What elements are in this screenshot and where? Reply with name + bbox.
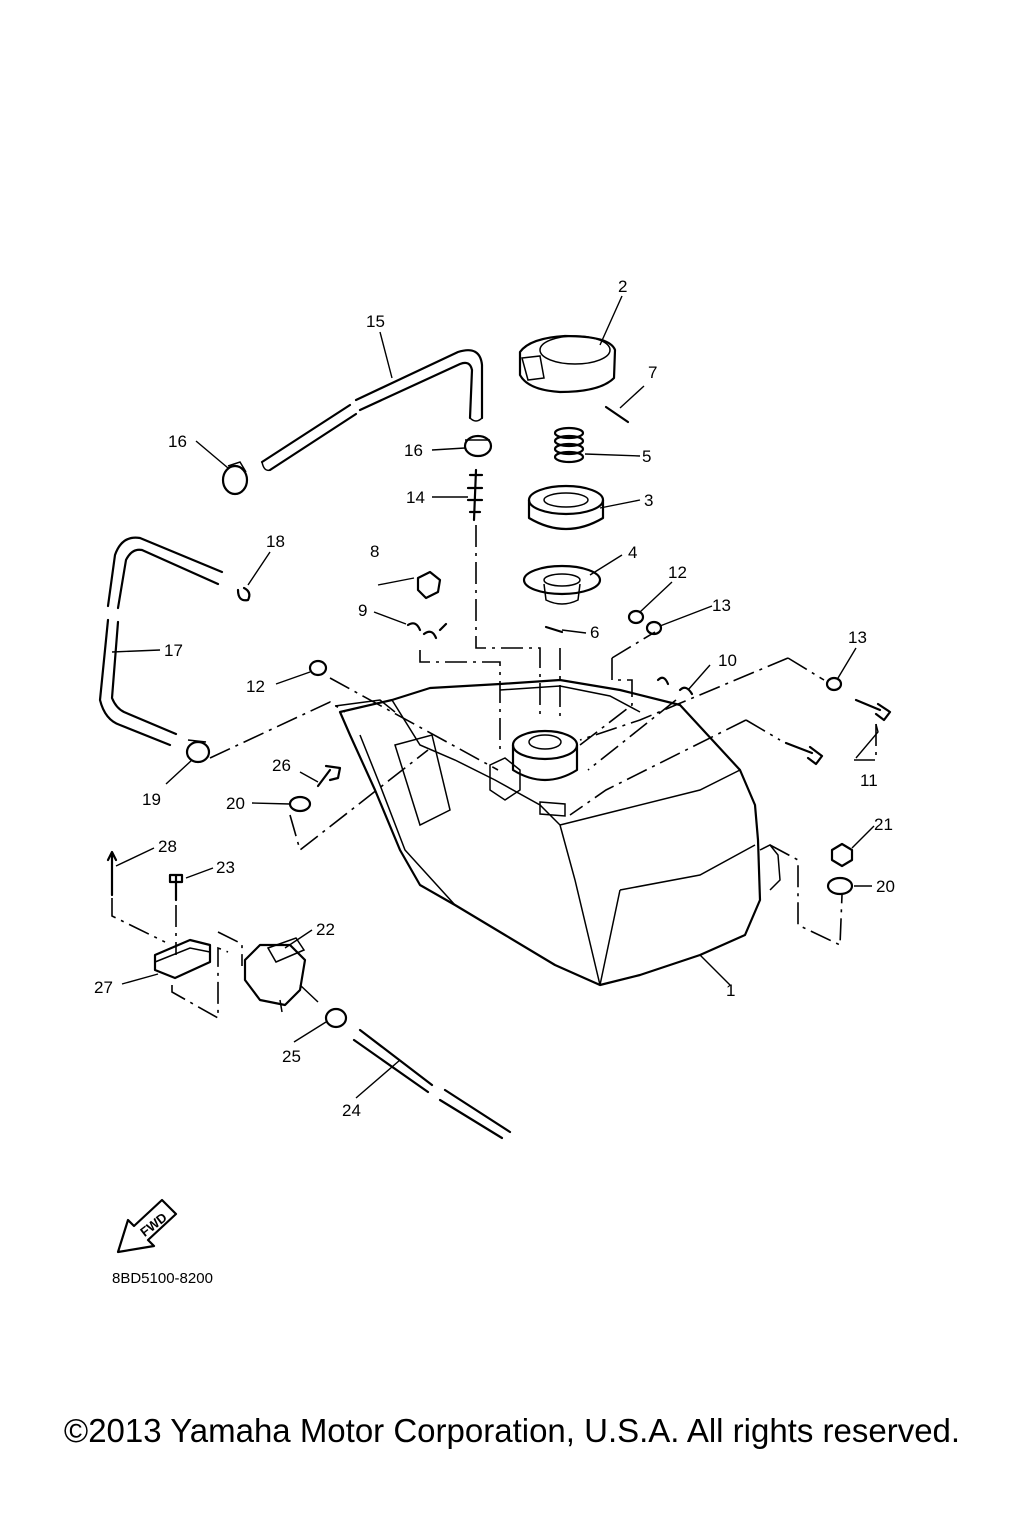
callout-14: 14 (406, 488, 425, 507)
breather-hose-upper (260, 349, 484, 472)
callout-4: 4 (628, 543, 637, 562)
callout-28: 28 (158, 837, 177, 856)
callout-27: 27 (94, 978, 113, 997)
hose-clamp-left (221, 461, 249, 496)
diagram-code: 8BD5100-8200 (112, 1270, 213, 1287)
nut-12-right (627, 609, 645, 625)
clip (236, 586, 251, 602)
hose-clamp-center (463, 434, 493, 458)
callout-17: 17 (164, 641, 183, 660)
clips-10 (656, 676, 694, 696)
callout-8: 8 (370, 542, 379, 561)
callout-labels: 1 2 3 4 5 6 7 8 9 10 11 12 12 13 13 14 1… (94, 277, 895, 1120)
rivet-28 (106, 850, 118, 897)
pin (604, 405, 630, 424)
callout-16-center: 16 (404, 441, 423, 460)
forward-arrow-icon: FWD (116, 1198, 178, 1254)
grommet-20-left (288, 795, 312, 813)
assembly-lines (111, 525, 877, 1020)
cap-8 (416, 570, 442, 600)
filler-cap (518, 334, 617, 394)
callout-21: 21 (874, 815, 893, 834)
small-pin (544, 625, 564, 634)
nut-12-left (308, 659, 328, 677)
fuel-cock (243, 937, 319, 1013)
bolt-11-upper (854, 698, 892, 722)
callout-15: 15 (366, 312, 385, 331)
callout-26: 26 (272, 756, 291, 775)
leader-lines (111, 295, 879, 1099)
spring (553, 426, 585, 464)
callout-23: 23 (216, 858, 235, 877)
washer-13-b (825, 676, 843, 692)
callout-7: 7 (648, 363, 657, 382)
callout-22: 22 (316, 920, 335, 939)
callout-12-right: 12 (668, 563, 687, 582)
callout-16-left: 16 (168, 432, 187, 451)
bolt-11-lower (784, 741, 824, 766)
copyright-notice: ©2013 Yamaha Motor Corporation, U.S.A. A… (63, 1412, 961, 1449)
hose-clamp-19 (185, 739, 211, 764)
callout-13-a: 13 (712, 596, 731, 615)
cap-seal (527, 484, 605, 531)
mounting-bracket (153, 938, 212, 980)
screw-23 (168, 873, 184, 902)
breather-fitting (466, 468, 484, 522)
callout-25: 25 (282, 1047, 301, 1066)
callout-1: 1 (726, 981, 735, 1000)
callout-20-left: 20 (226, 794, 245, 813)
fuel-hose (352, 1028, 512, 1140)
gasket (522, 564, 602, 605)
callout-2: 2 (618, 277, 627, 296)
callout-18: 18 (266, 532, 285, 551)
callout-19: 19 (142, 790, 161, 809)
callout-10: 10 (718, 651, 737, 670)
callout-20-right: 20 (876, 877, 895, 896)
washer-13-a (645, 620, 663, 636)
callout-9: 9 (358, 601, 367, 620)
hose-clamp-25 (324, 1007, 348, 1029)
callout-24: 24 (342, 1101, 361, 1120)
breather-hose-lower (98, 536, 224, 747)
callout-6: 6 (590, 623, 599, 642)
callout-13-b: 13 (848, 628, 867, 647)
clips-9 (406, 622, 448, 640)
bolt-26 (316, 764, 342, 788)
callout-5: 5 (642, 447, 651, 466)
callout-12-left: 12 (246, 677, 265, 696)
nut-21 (830, 842, 854, 868)
callout-3: 3 (644, 491, 653, 510)
callout-11: 11 (860, 771, 878, 790)
grommet-20-right (826, 876, 854, 896)
fuel-tank (334, 678, 781, 987)
